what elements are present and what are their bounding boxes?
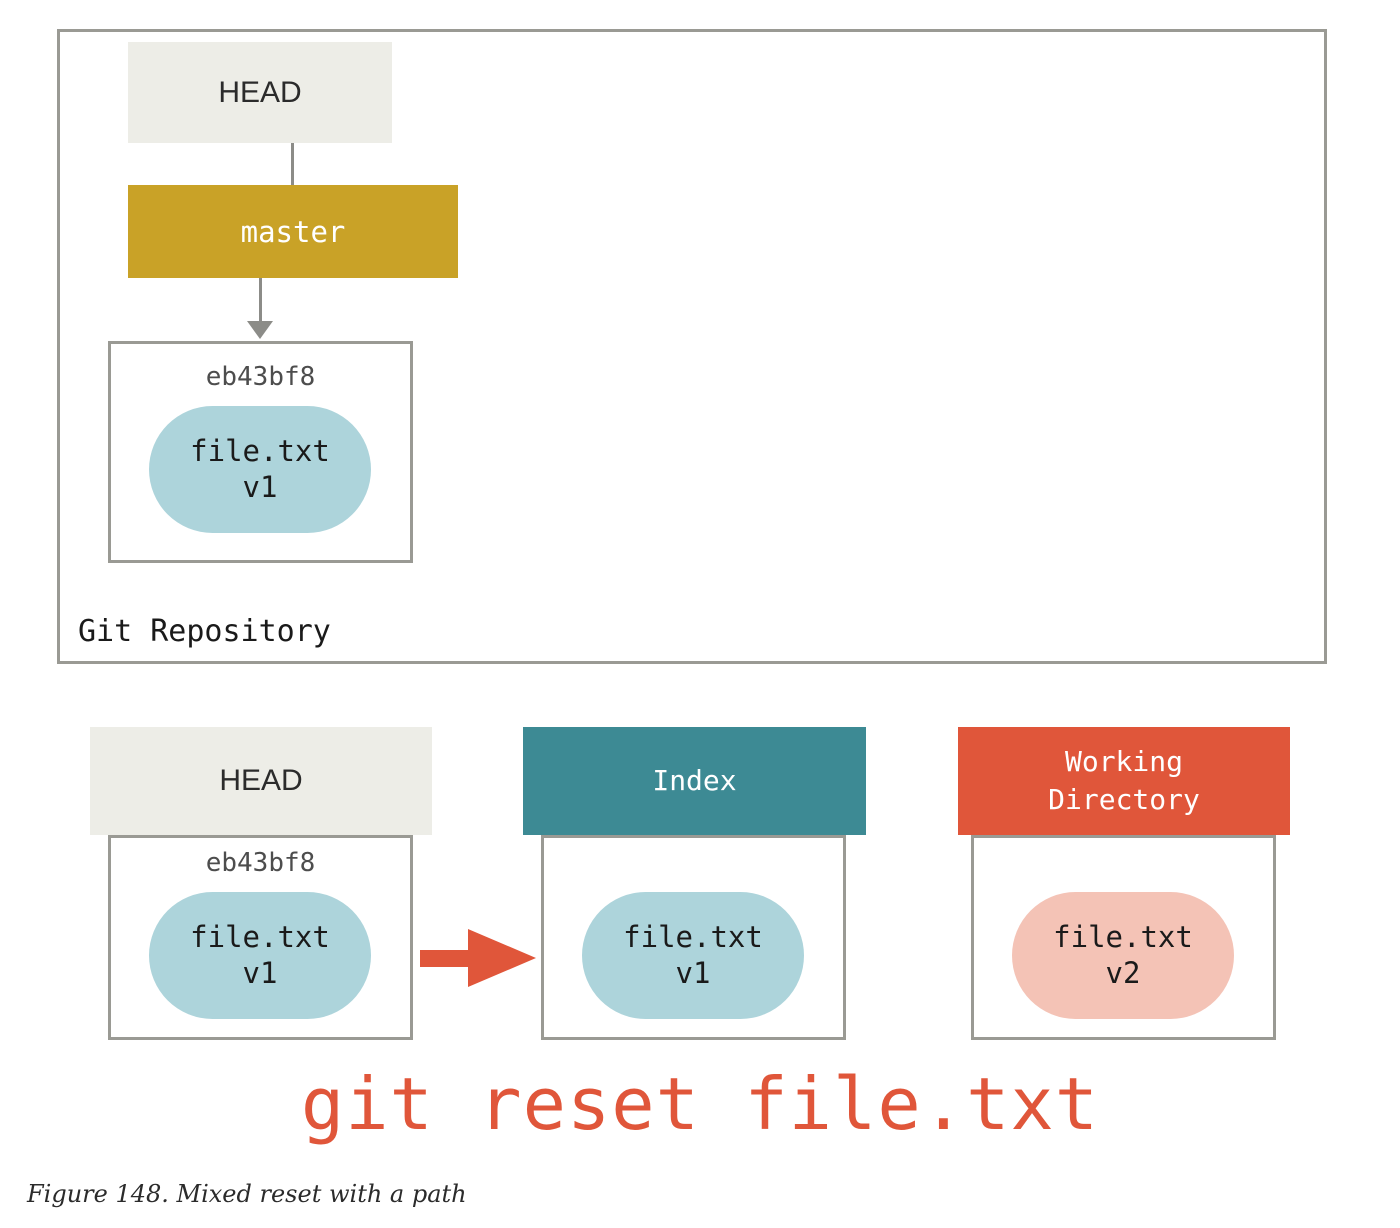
- git-repository-label: Git Repository: [78, 614, 331, 649]
- repo-commit-blob-version: v1: [242, 469, 278, 504]
- tree-content-working-directory: file.txt v2: [971, 835, 1276, 1040]
- arrowhead-down-icon: [247, 321, 273, 339]
- tree-head-blob: file.txt v1: [149, 892, 371, 1019]
- repo-commit-id: eb43bf8: [205, 362, 316, 392]
- repo-commit-blob-filename: file.txt: [190, 434, 330, 469]
- tree-header-working-directory-label: Working Directory: [1048, 745, 1200, 816]
- figure-caption: Figure 148. Mixed reset with a path: [27, 1180, 467, 1208]
- tree-working-directory-blob: file.txt v2: [1012, 892, 1234, 1019]
- tree-working-directory-blob-version: v2: [1105, 955, 1141, 990]
- repo-commit-blob: file.txt v1: [149, 406, 371, 533]
- tree-index-blob-version: v1: [675, 955, 711, 990]
- tree-head-commit-id: eb43bf8: [205, 848, 316, 878]
- git-command-text: git reset file.txt: [300, 1062, 1100, 1146]
- tree-header-index: Index: [523, 727, 866, 835]
- tree-head-blob-version: v1: [242, 955, 278, 990]
- tree-content-head: eb43bf8 file.txt v1: [108, 835, 413, 1040]
- repo-commit-box: eb43bf8 file.txt v1: [108, 341, 413, 563]
- connector-master-to-commit: [259, 278, 262, 323]
- head-to-index-arrow: [420, 929, 536, 987]
- tree-header-working-directory: Working Directory: [958, 727, 1290, 835]
- repo-head-box: HEAD: [128, 42, 392, 143]
- tree-header-index-label: Index: [652, 764, 737, 798]
- tree-head-blob-filename: file.txt: [190, 920, 330, 955]
- tree-header-head: HEAD: [90, 727, 432, 835]
- tree-content-index: file.txt v1: [541, 835, 846, 1040]
- repo-head-label: HEAD: [218, 75, 302, 109]
- repo-branch-master-label: master: [240, 214, 346, 249]
- repo-branch-master-box: master: [128, 185, 458, 278]
- tree-index-blob: file.txt v1: [582, 892, 804, 1019]
- connector-head-to-master: [291, 143, 294, 185]
- tree-working-directory-blob-filename: file.txt: [1053, 920, 1193, 955]
- tree-header-head-label: HEAD: [219, 763, 303, 797]
- tree-index-blob-filename: file.txt: [623, 920, 763, 955]
